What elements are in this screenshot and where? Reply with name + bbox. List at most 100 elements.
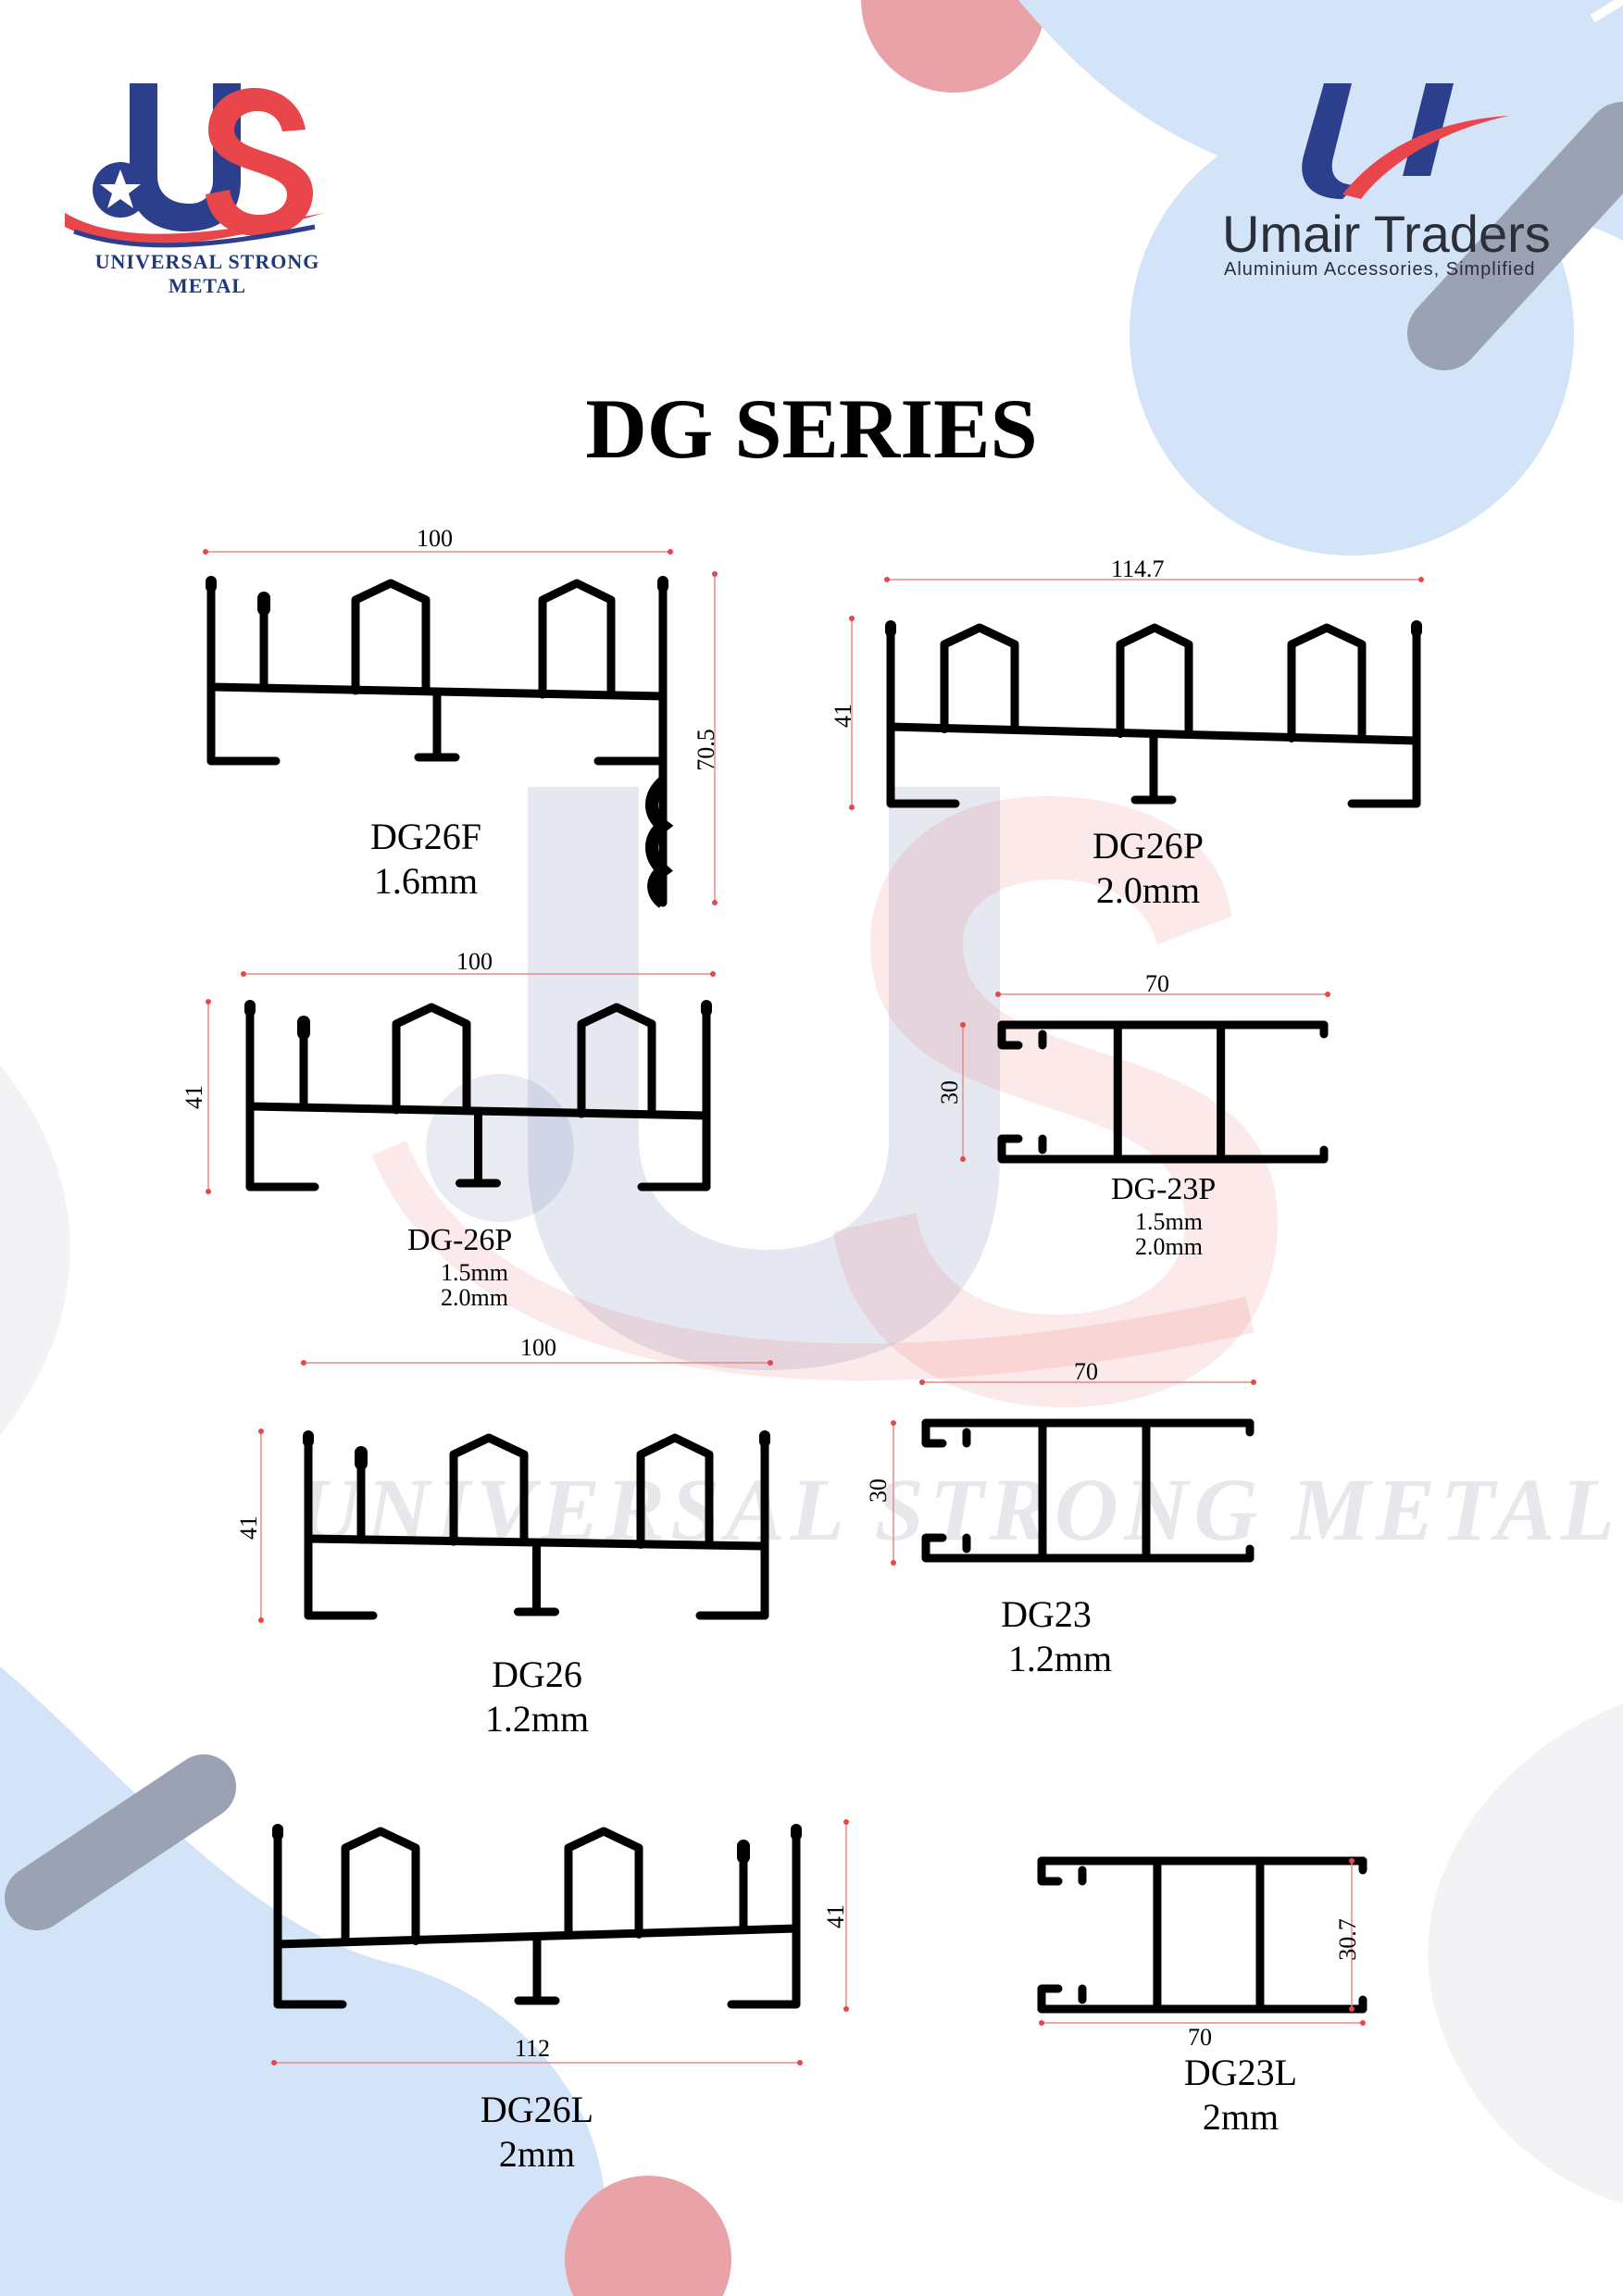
- dg26-arch-0: [449, 1433, 529, 1546]
- dg26l-arch-1: [564, 1827, 643, 1939]
- profile-code: DG26F: [369, 816, 482, 857]
- dg-26p-arch-1: [577, 1003, 656, 1118]
- dim-line-dg23-width-end-a: [919, 1379, 925, 1385]
- dim-dg23-height: 30: [865, 1479, 892, 1503]
- profile-thickness: 1.5mm: [441, 1258, 508, 1286]
- dim-line-dg26l-height-end-a: [843, 1819, 849, 1825]
- dg23l-hook-top: [1037, 1856, 1063, 1886]
- dim-line-dg26f-height-end-b: [712, 900, 718, 905]
- dg-23p-hook-top: [997, 1020, 1023, 1050]
- dim-line-dg-26p-height-end-b: [206, 1189, 211, 1194]
- dim-dg26f-width: 100: [417, 525, 453, 552]
- dim-line-dg23l-width-end-a: [1039, 2020, 1044, 2026]
- dim-line-dg26p-height-end-a: [849, 616, 855, 621]
- watermark-letter-s: [833, 796, 1278, 1407]
- dim-dg23l-width: 70: [1188, 2024, 1212, 2051]
- dim-line-dg23l-width-end-b: [1360, 2020, 1366, 2026]
- profile-label-dg26l: DG26L 2mm: [435, 2088, 639, 2177]
- dg-26p-right-cap: [701, 1000, 712, 1017]
- dg26l-right-cap: [791, 1824, 802, 1841]
- bg-circle-pink-top: [861, 0, 1046, 93]
- dim-dg-26p-width: 100: [456, 948, 493, 975]
- logo-umair-traders: Umair Traders Aluminium Accessories, Sim…: [1204, 74, 1574, 287]
- dg26-arch-1: [636, 1433, 714, 1549]
- profile-code: DG26L: [480, 2089, 594, 2130]
- dim-line-dg26f-width-end-b: [668, 549, 673, 555]
- profile-label-dg-26p: DG-26P 1.5mm 2.0mm: [407, 1222, 574, 1310]
- dim-dg23l-height: 30.7: [1333, 1918, 1361, 1961]
- dim-line-dg23-width-end-b: [1251, 1379, 1256, 1385]
- dg26l-arch-0: [341, 1827, 420, 1946]
- dg23-hook-bottom: [921, 1533, 947, 1563]
- dim-dg-26p-height: 41: [181, 1085, 207, 1109]
- profile-thickness: 2.0mm: [441, 1284, 508, 1312]
- logo-right-brand: Umair Traders: [1222, 205, 1551, 263]
- dim-line-dg23l-height-end-b: [1349, 2006, 1355, 2012]
- dg26f-arch-0: [351, 579, 431, 695]
- dg-26p-arch-0: [392, 1003, 471, 1115]
- profile-code: DG26: [492, 1653, 582, 1695]
- bg-stripe-grey-bottom: [5, 1754, 236, 1930]
- dim-dg26p-width: 114.7: [1111, 555, 1165, 582]
- bg-stripe-grey-right: [1407, 102, 1623, 370]
- watermark-letter-u: [528, 787, 1000, 1370]
- us-logo-mark: [65, 83, 324, 248]
- dim-line-dg26l-width-end-a: [271, 2060, 277, 2065]
- dg26p-right-cap: [1411, 620, 1422, 637]
- dim-dg23-width: 70: [1074, 1358, 1098, 1385]
- dg26f-left-cap: [206, 576, 217, 593]
- dim-dg26f-height: 70.5: [692, 729, 719, 771]
- dim-line-dg26-width-end-a: [301, 1360, 306, 1366]
- dim-line-dg26p-height-end-b: [849, 805, 855, 810]
- profile-code: DG-26P: [407, 1223, 513, 1257]
- dg26p-left-cap: [885, 620, 896, 637]
- logo-left-tagline: UNIVERSAL STRONG METAL: [94, 250, 320, 297]
- profile-thickness: 2mm: [498, 2133, 576, 2175]
- dg26f-fin-wave: [645, 777, 674, 908]
- profile-code: DG23L: [1183, 2052, 1298, 2093]
- page-title: DG SERIES: [585, 381, 1038, 476]
- dim-line-dg26-height-end-b: [258, 1617, 264, 1623]
- profile-label-dg-23p: DG-23P 1.5mm 2.0mm: [1111, 1171, 1278, 1259]
- dg26l-pin-0-knob: [737, 1840, 750, 1864]
- dim-line-dg23-height-end-a: [891, 1420, 896, 1426]
- dg26-right-cap: [759, 1430, 770, 1447]
- dim-dg26l-height: 41: [822, 1904, 849, 1928]
- dim-line-dg-26p-width-end-b: [710, 971, 716, 977]
- profile-label-dg23: DG23 1.2mm: [935, 1592, 1157, 1681]
- profile-label-dg26: DG26 1.2mm: [435, 1653, 639, 1741]
- dim-line-dg26l-height-end-b: [843, 2006, 849, 2012]
- dim-line-dg26p-width-end-a: [884, 577, 890, 582]
- dim-line-dg23-height-end-b: [891, 1560, 896, 1566]
- dg-26p-left-cap: [244, 1000, 256, 1017]
- profile-thickness: 1.2mm: [1007, 1638, 1113, 1679]
- bg-grey-left: [0, 1065, 70, 1435]
- profile-label-dg26f: DG26F 1.6mm: [306, 815, 546, 904]
- dg26f-arch-1: [538, 579, 616, 699]
- dg-26p-pin-0-knob: [297, 1016, 310, 1040]
- logo-universal-strong-metal: UNIVERSAL STRONG METAL: [65, 74, 343, 297]
- profile-thickness: 1.6mm: [373, 860, 479, 902]
- profile-label-dg23l: DG23L 2mm: [1139, 2051, 1342, 2140]
- dim-line-dg-23p-height-end-a: [960, 1022, 966, 1028]
- dim-line-dg-23p-width-end-a: [995, 992, 1001, 997]
- dg-23p-hook-bottom: [997, 1134, 1023, 1164]
- dim-line-dg26-height-end-a: [258, 1429, 264, 1434]
- watermark-swoosh: [371, 1141, 1255, 1381]
- profile-code: DG23: [1001, 1593, 1092, 1635]
- dim-dg-23p-width: 70: [1145, 970, 1169, 997]
- dim-line-dg26f-width-end-a: [203, 549, 208, 555]
- dim-line-dg23l-height-end-a: [1349, 1858, 1355, 1864]
- dim-dg26p-height: 41: [830, 704, 856, 728]
- dim-line-dg26p-width-end-b: [1418, 577, 1424, 582]
- profile-thickness: 1.5mm: [1135, 1207, 1203, 1235]
- dim-line-dg26f-height-end-a: [712, 571, 718, 577]
- dim-line-dg-26p-width-end-a: [241, 971, 246, 977]
- bg-line-white: [1590, 0, 1623, 23]
- dim-line-dg26-width-end-b: [768, 1360, 773, 1366]
- logo-right-tagline: Aluminium Accessories, Simplified: [1224, 259, 1536, 280]
- dg26p-arch-0: [940, 623, 1019, 734]
- umair-logo-mark: [1302, 83, 1509, 199]
